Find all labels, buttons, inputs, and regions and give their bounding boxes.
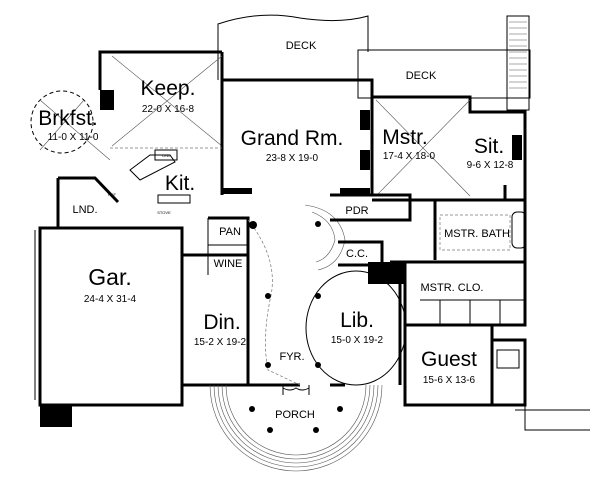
bath-counter (439, 214, 511, 251)
grand-room-label: Grand Rm. (241, 127, 344, 150)
wine-label: WINE (214, 258, 243, 270)
deck-center-outline (217, 14, 369, 80)
pdr-label: PDR (345, 205, 368, 217)
guest-walls (403, 325, 527, 407)
lnd-label: LND. (72, 204, 97, 216)
brkfst-dims: 11-0 X 11-0 (48, 132, 99, 143)
laundry-walls (56, 178, 130, 230)
lib-dims: 15-0 X 19-2 (331, 335, 384, 346)
sit-fireplace (512, 135, 522, 160)
din-label: Din. (203, 311, 240, 334)
kit-label: Kit. (165, 172, 195, 195)
gar-label: Gar. (88, 264, 131, 290)
oven-label: O/W (162, 153, 170, 158)
master-ceiling (375, 99, 471, 197)
closet-walls (403, 262, 527, 327)
master-bath-walls (390, 185, 527, 264)
garage-walls (38, 226, 184, 407)
curved-stair (304, 204, 346, 271)
deck-right-outline (357, 49, 531, 99)
porch-label: PORCH (275, 409, 315, 421)
bathtub (511, 211, 527, 249)
grand-room-dims: 23-8 X 19-0 (266, 153, 319, 164)
pantry-dividers (207, 218, 248, 275)
foyer-columns (249, 221, 321, 368)
pdr-cc-walls (330, 193, 412, 267)
garage-corner (40, 405, 72, 427)
kitchen-wall (58, 176, 120, 204)
guest-outer-wall (515, 405, 590, 431)
grand-fireplace (360, 150, 370, 170)
porch-steps (209, 384, 383, 472)
exterior-stair (506, 15, 530, 111)
dining-boundary (247, 219, 301, 386)
curved-stair-inner (311, 211, 336, 263)
mstr-label: Mstr. (382, 126, 428, 149)
keep-walls (98, 50, 224, 90)
ref-label: REF (108, 192, 117, 197)
pantry-walls (180, 216, 250, 385)
grand-room-walls (220, 78, 374, 195)
keep-label: Keep. (141, 77, 196, 100)
lib-label: Lib. (340, 309, 374, 332)
din-dims: 15-2 X 19-2 (194, 337, 247, 348)
gar-dims: 24-4 X 31-4 (84, 294, 137, 305)
keep-dims: 22-0 X 16-8 (142, 104, 195, 115)
dining-walls (180, 255, 300, 387)
mstr-bath-label: MSTR. BATH (444, 228, 510, 240)
brkfst-label: Brkfst. (38, 107, 98, 130)
guest-tub (496, 349, 520, 369)
kitchen-island (129, 154, 176, 181)
sit-label: Sit. (474, 135, 504, 158)
keep-fireplace (100, 90, 114, 110)
keep-ceiling (111, 55, 223, 147)
front-door (282, 385, 310, 395)
sit-dims: 9-6 X 12-8 (467, 160, 514, 171)
pan-label: PAN (219, 226, 241, 238)
guest-label: Guest (421, 348, 477, 371)
fyr-label: FYR. (279, 351, 304, 363)
mstr-clo-label: MSTR. CLO. (421, 282, 484, 294)
brkfst-ceiling (39, 99, 111, 161)
wall-pier (340, 188, 370, 194)
brkfst-bay (30, 90, 94, 154)
mstr-dims: 17-4 X 18-0 (383, 151, 436, 162)
closet-dividers (420, 299, 525, 325)
kitchen-counter (157, 194, 191, 204)
stove-label: STOVE (157, 210, 171, 215)
porch-columns (249, 406, 343, 433)
deck-center-label: DECK (286, 40, 317, 52)
wall-pier (222, 188, 252, 194)
library-wall-mass (368, 262, 406, 284)
guest-dims: 15-6 X 13-6 (423, 375, 476, 386)
grand-fireplace (360, 110, 370, 130)
deck-right-label: DECK (406, 70, 437, 82)
oven (154, 149, 178, 161)
cc-label: C.C. (346, 248, 368, 260)
